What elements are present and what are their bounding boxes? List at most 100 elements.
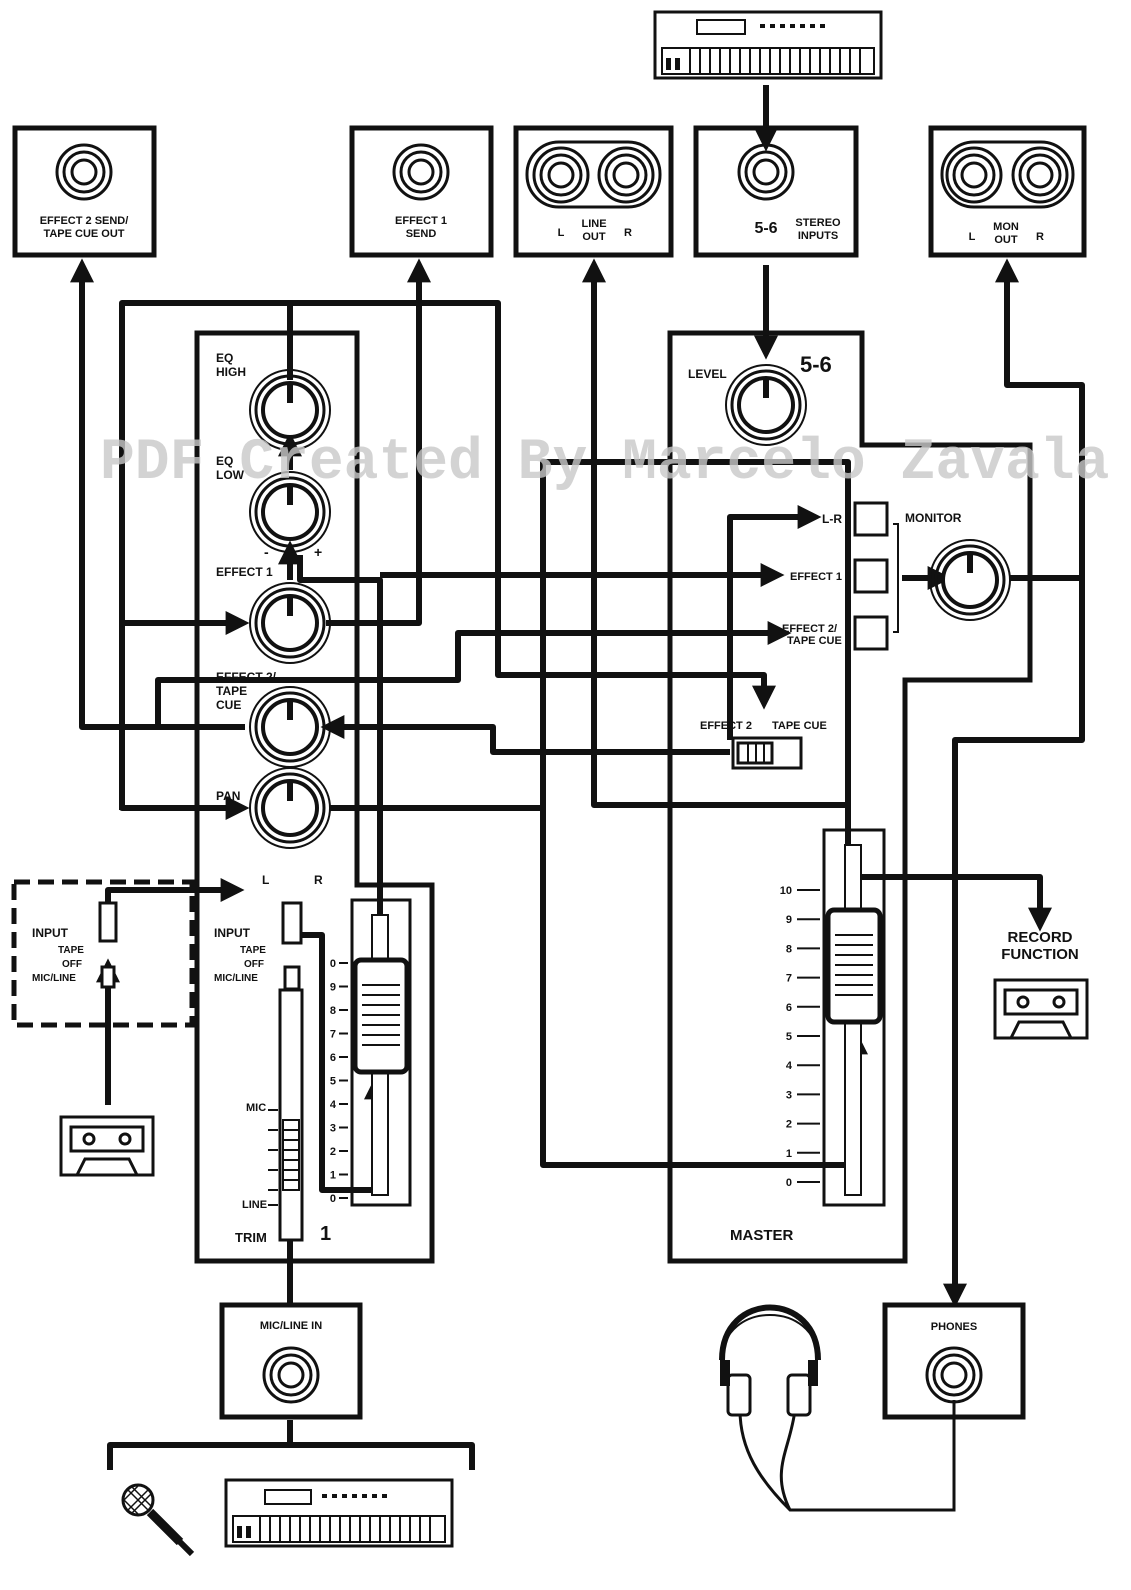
master-scale-label: 8 bbox=[786, 943, 792, 955]
channel-fader[interactable] bbox=[350, 898, 412, 1207]
channel-scale-label: 2 bbox=[330, 1146, 336, 1158]
monitor-knob[interactable] bbox=[928, 538, 1012, 622]
stereo-inputs-label: STEREO bbox=[795, 217, 841, 229]
pan-label: PAN bbox=[216, 789, 240, 803]
line-trim-label: LINE bbox=[242, 1199, 267, 1211]
level-label: LEVEL bbox=[688, 367, 727, 381]
trim-slider[interactable] bbox=[268, 988, 304, 1242]
stereo-num-label: 5-6 bbox=[754, 220, 777, 237]
channel-scale-label: 9 bbox=[330, 982, 336, 994]
watermark-text: PDF Created By Marcelo Zavala bbox=[100, 431, 1109, 496]
mon-out-l-label: L bbox=[969, 231, 976, 243]
effect2-send-jack: EFFECT 2 SEND/ TAPE CUE OUT bbox=[12, 125, 157, 258]
off-label: OFF bbox=[244, 959, 264, 970]
record-cassette-icon bbox=[993, 978, 1089, 1040]
mic-trim-label: MIC bbox=[246, 1102, 266, 1114]
phones-label: PHONES bbox=[931, 1321, 977, 1333]
monitor-effect1-label: EFFECT 1 bbox=[790, 571, 842, 583]
mon-out-r-label: R bbox=[1036, 231, 1044, 243]
mic-line-label: MIC/LINE bbox=[214, 973, 258, 984]
effect1-knob[interactable] bbox=[248, 581, 332, 665]
eq-minus-label: - bbox=[264, 544, 269, 560]
effect1-send-jack: EFFECT 1 SEND bbox=[349, 125, 494, 258]
headphone-cable bbox=[738, 1400, 956, 1512]
line-out-r-label: R bbox=[624, 227, 632, 239]
channel-scale-label: 3 bbox=[330, 1123, 336, 1135]
monitor-effect2-button[interactable] bbox=[853, 615, 889, 651]
record-label: RECORD bbox=[1007, 929, 1072, 946]
master-fader[interactable] bbox=[822, 828, 886, 1207]
external-input-box bbox=[11, 879, 195, 1028]
master-label: MASTER bbox=[730, 1227, 794, 1244]
eq-low-label: EQ bbox=[216, 454, 233, 468]
lr-label: L-R bbox=[822, 512, 842, 526]
master-scale-label: 1 bbox=[786, 1148, 792, 1160]
master-scale-label: 9 bbox=[786, 914, 792, 926]
switch-tapecue-label: TAPE CUE bbox=[772, 720, 827, 732]
tape-cue-out-label: TAPE CUE OUT bbox=[43, 228, 124, 240]
monitor-bracket bbox=[893, 523, 899, 633]
channel-scale-label: 0 bbox=[330, 1193, 336, 1205]
switch-effect2-label: EFFECT 2 bbox=[700, 720, 752, 732]
ext-off-label: OFF bbox=[62, 959, 82, 970]
effect1-label: EFFECT 1 bbox=[216, 565, 273, 579]
microphone-icon bbox=[121, 1483, 195, 1557]
monitor-tapecue-label: TAPE CUE bbox=[787, 635, 842, 647]
cassette-icon bbox=[59, 1115, 155, 1177]
eq-high-label: EQ bbox=[216, 351, 233, 365]
master-scale-label: 3 bbox=[786, 1089, 792, 1101]
stereo-inputs-jack: 5-6 STEREO INPUTS bbox=[693, 125, 859, 258]
monitor-lr-button[interactable] bbox=[853, 501, 889, 537]
tape-label: TAPE bbox=[240, 945, 266, 956]
effect1-send-label: EFFECT 1 bbox=[395, 215, 447, 227]
effect2-label-2: TAPE bbox=[216, 684, 247, 698]
pan-r-label: R bbox=[314, 873, 323, 887]
effect2-knob[interactable] bbox=[248, 685, 332, 769]
bottom-keyboard-icon bbox=[224, 1478, 454, 1548]
input-label: INPUT bbox=[214, 926, 251, 940]
master-scale-label: 0 bbox=[786, 1177, 792, 1189]
effect2-label-3: CUE bbox=[216, 698, 241, 712]
line-out-l-label: L bbox=[558, 227, 565, 239]
eq-low-label-2: LOW bbox=[216, 468, 245, 482]
line-out-jacks: L LINE OUT R bbox=[513, 125, 674, 258]
channel-number: 1 bbox=[320, 1223, 331, 1245]
channel-scale-label: 8 bbox=[330, 1005, 336, 1017]
phones-jack: PHONES bbox=[882, 1302, 1026, 1420]
mic-line-in-jack: MIC/LINE IN bbox=[219, 1302, 363, 1420]
input-selector-switch[interactable] bbox=[281, 901, 303, 991]
monitor-effect2-label: EFFECT 2/ bbox=[782, 623, 837, 635]
mon-out-label-2: OUT bbox=[994, 234, 1018, 246]
monitor-label: MONITOR bbox=[905, 511, 962, 525]
mic-line-in-label: MIC/LINE IN bbox=[260, 1320, 322, 1332]
mon-out-label: MON bbox=[993, 221, 1019, 233]
line-out-label: LINE bbox=[581, 218, 606, 230]
channel-scale-label: 0 bbox=[330, 958, 336, 970]
ext-mic-line-label: MIC/LINE bbox=[32, 973, 76, 984]
pan-knob[interactable] bbox=[248, 766, 332, 850]
line-out-label-2: OUT bbox=[582, 231, 606, 243]
channel-scale-label: 5 bbox=[330, 1076, 336, 1088]
mon-out-jacks: L MON OUT R bbox=[928, 125, 1087, 258]
monitor-effect1-button[interactable] bbox=[853, 558, 889, 594]
stereo-inputs-label-2: INPUTS bbox=[798, 230, 838, 242]
headphones-icon bbox=[719, 1304, 821, 1417]
trim-label: TRIM bbox=[235, 1230, 267, 1245]
channel-scale-label: 7 bbox=[330, 1029, 336, 1041]
master-scale-label: 2 bbox=[786, 1119, 792, 1131]
eq-high-label-2: HIGH bbox=[216, 365, 246, 379]
effect2-label: EFFECT 2/ bbox=[216, 670, 277, 684]
ext-tape-label: TAPE bbox=[58, 945, 84, 956]
function-label: FUNCTION bbox=[1001, 946, 1079, 963]
keyboard-icon bbox=[653, 10, 883, 80]
pan-l-label: L bbox=[262, 873, 269, 887]
channel-scale-label: 1 bbox=[330, 1170, 336, 1182]
master-scale-label: 10 bbox=[780, 885, 792, 897]
master-scale-label: 4 bbox=[786, 1060, 793, 1072]
effect2-tapecue-switch[interactable] bbox=[731, 736, 803, 770]
channel-scale-label: 4 bbox=[330, 1099, 337, 1111]
external-input-selector-switch bbox=[98, 901, 118, 989]
